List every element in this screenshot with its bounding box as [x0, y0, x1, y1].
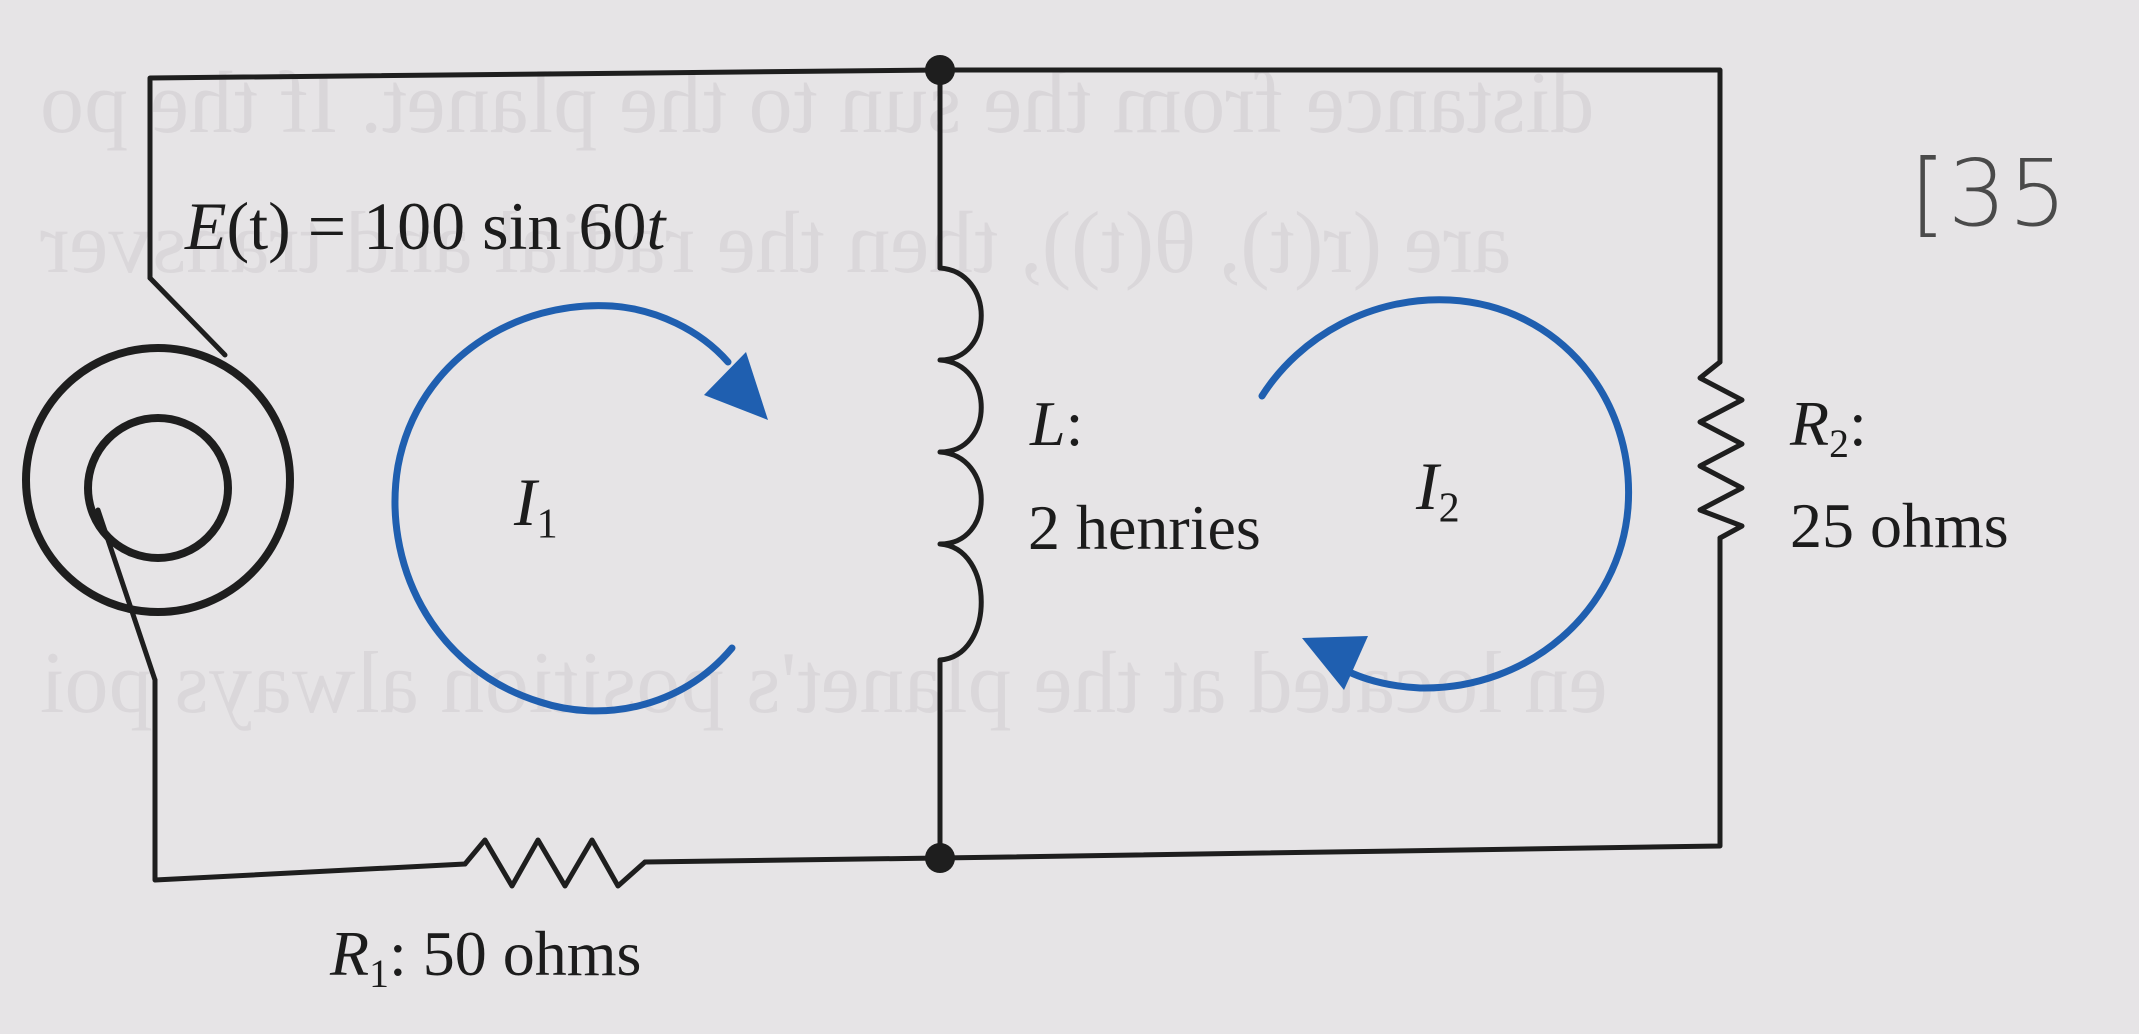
- loop-current-2-subscript: 2: [1438, 484, 1460, 532]
- resistor2-value: 25 ohms: [1790, 490, 2009, 561]
- source-variable: t: [646, 188, 666, 264]
- ac-source-icon: [22, 344, 294, 616]
- wire-top-right: [937, 67, 1723, 365]
- resistor1-rest: : 50 ohms: [388, 918, 642, 989]
- junction-node-top: [925, 55, 955, 85]
- inductor-colon: :: [1065, 388, 1084, 459]
- loop-current-2-name: I: [1416, 448, 1439, 524]
- resistor2-colon: :: [1848, 388, 1867, 459]
- loop-current-1-label: I1: [514, 468, 558, 546]
- source-name: E: [185, 188, 227, 264]
- source-lead-top: [147, 275, 228, 358]
- resistor1-label: R1: 50 ohms: [330, 922, 641, 995]
- inductor-label: L:: [1030, 392, 1083, 456]
- wire-top-left: [147, 67, 943, 281]
- inductor-icon: [937, 265, 984, 663]
- resistor2-icon: [1697, 359, 1745, 541]
- resistor1-name: R: [330, 918, 370, 989]
- loop-current-2-label: I2: [1416, 452, 1460, 530]
- loop-current-1-name: I: [514, 464, 537, 540]
- loop-current-1-arrow-icon: [391, 302, 768, 715]
- resistor1-subscript: 1: [369, 951, 389, 996]
- resistor1-icon: [462, 837, 648, 889]
- wire-bottom-left-2: [152, 677, 468, 883]
- source-label: E(t) = 100 sin 60t: [185, 192, 665, 260]
- inductor-name: L: [1030, 388, 1066, 459]
- resistor2-subscript: 2: [1829, 421, 1849, 466]
- loop-current-1-subscript: 1: [536, 500, 558, 548]
- inductor-value: 2 henries: [1028, 492, 1261, 563]
- source-expression: = 100 sin 60: [307, 188, 647, 264]
- source-arg: (t): [226, 188, 291, 264]
- resistor2-name: R: [1790, 388, 1830, 459]
- resistor2-label: R2:: [1790, 392, 1867, 465]
- wire-right-lower: [937, 535, 1723, 861]
- junction-node-bottom: [925, 843, 955, 873]
- wire-bottom-left: [642, 855, 943, 865]
- handwritten-note: [35: [1910, 140, 2069, 247]
- loop-current-2-arrow-icon: [1258, 296, 1633, 692]
